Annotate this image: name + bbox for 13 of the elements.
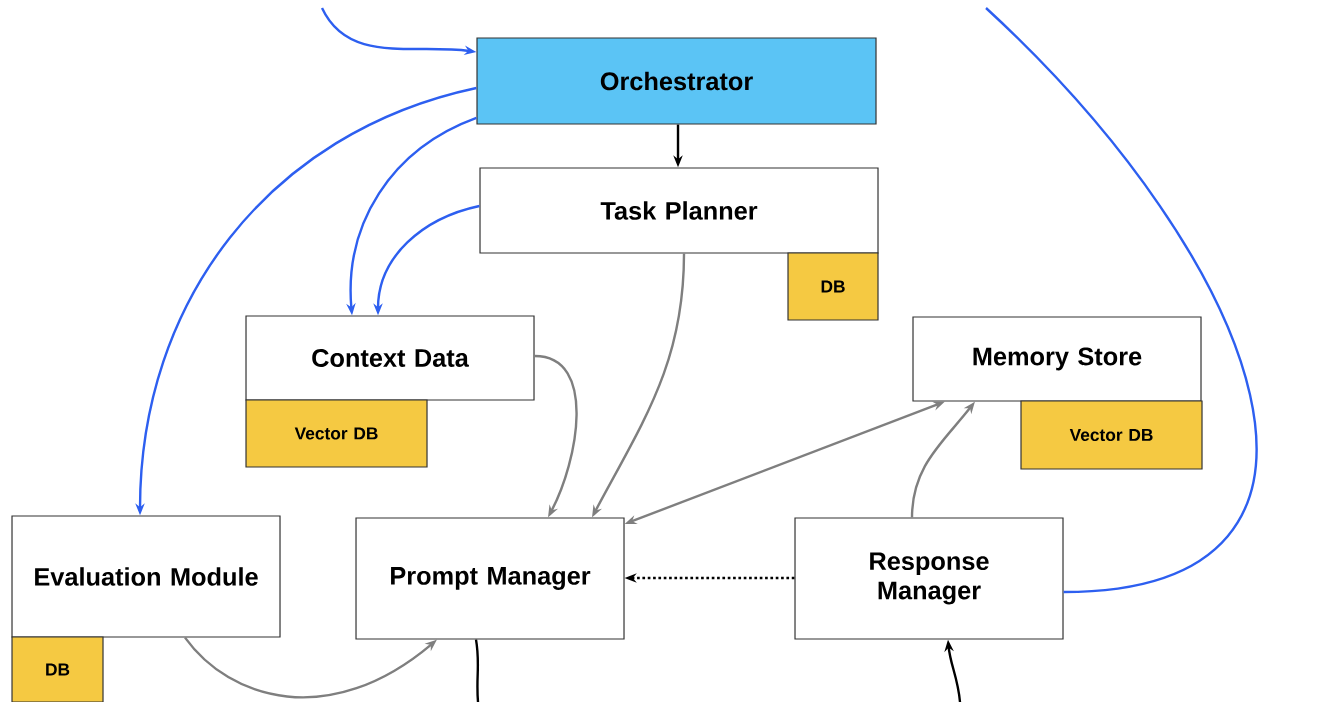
database-box: Vector DB [245, 399, 428, 468]
process-box: Prompt Manager [355, 517, 625, 640]
process-box: Response Manager [794, 517, 1064, 640]
process-box: Context Data [245, 315, 535, 401]
process-box: Task Planner [479, 167, 879, 254]
process-box: Evaluation Module [11, 515, 281, 638]
database-box: Vector DB [1020, 400, 1203, 470]
database-box: DB [11, 636, 104, 702]
database-box: DB [787, 252, 879, 321]
process-box: Memory Store [912, 316, 1202, 402]
process-box: Orchestrator [476, 37, 877, 125]
connector-line [985, 7, 1258, 594]
connector-line [474, 639, 480, 702]
